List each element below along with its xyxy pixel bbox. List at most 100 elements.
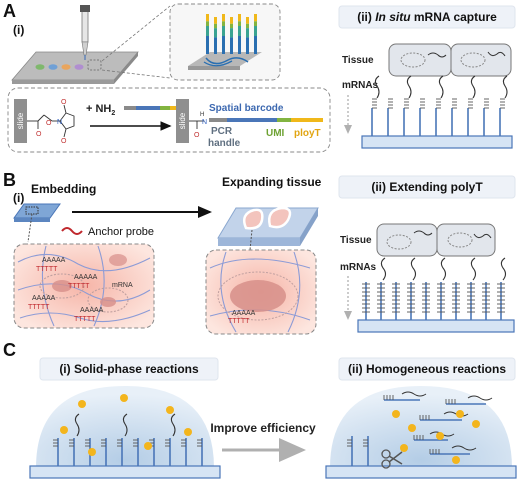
pipette-icon [80, 5, 90, 60]
ttttt-3: TTTTT [28, 304, 50, 311]
slide-label-left: slide [16, 112, 25, 129]
b-expanded-hydrogel [209, 251, 311, 333]
captured-mrna [406, 75, 412, 99]
zoom-probe-segment [246, 17, 249, 24]
amide-bond [189, 120, 204, 129]
enzyme-dot [452, 456, 460, 464]
amide-o: O [194, 132, 200, 139]
enzyme-dot [120, 394, 128, 402]
nhs-ester-structure [27, 104, 75, 138]
a-tissue-label: Tissue [342, 55, 374, 66]
b-ii-slide [357, 319, 515, 333]
slide-label-right: slide [178, 112, 187, 129]
zoom-probe-segment [214, 28, 217, 38]
a-ii-capture-probes [371, 75, 508, 136]
captured-mrna [470, 75, 476, 99]
a-ii-slide [361, 135, 513, 149]
zoom-probe-segment [254, 36, 257, 54]
captured-mrna [502, 75, 508, 99]
pcr-handle-label-1: PCR [211, 126, 233, 137]
ployt-label: ployT [294, 128, 321, 139]
amide-h: H [200, 112, 204, 118]
mrna-label: mRNA [112, 282, 133, 289]
enzyme-dot [60, 426, 68, 434]
enzyme-dot [472, 420, 480, 428]
b-ii-extended-probes [362, 257, 507, 320]
a-slide-with-spots [11, 51, 139, 84]
pcr-handle-label-2: handle [208, 138, 241, 149]
b-expanded-cell [217, 271, 299, 321]
zoom-probe-segment [206, 36, 209, 54]
captured-mrna [467, 395, 493, 401]
a-zoom-probes [188, 52, 262, 70]
zoom-probe-segment [254, 14, 257, 22]
enzyme-dot [88, 448, 96, 456]
zoom-probe-segment [246, 28, 249, 38]
b-embed-nuclei [52, 254, 127, 307]
zoom-probe-segment [230, 28, 233, 38]
zoom-probe-segment [214, 37, 217, 54]
nhs-o-atom-4: O [61, 138, 67, 145]
enzyme-dot [456, 410, 464, 418]
a-chem-slide-right: slide [176, 99, 189, 143]
expanding-tissue-label: Expanding tissue [222, 175, 322, 189]
b-tissue-cells [376, 223, 496, 257]
panel-b-sub-i: (i) [13, 191, 24, 205]
c-i-title: (i) Solid-phase reactions [59, 362, 199, 376]
captured-mrna [374, 75, 380, 99]
b-embed-hydrogel [17, 245, 151, 327]
anchor-probe-legend: Anchor probe [61, 226, 154, 238]
nhs-n-atom: N [57, 119, 62, 126]
a-mrnas-label: mRNAs [342, 80, 379, 91]
enzyme-dot [408, 424, 416, 432]
a-chem-slide-left: slide [14, 99, 27, 143]
captured-mrna [470, 257, 477, 281]
b-embed-probes: AAAAA TTTTT AAAAA TTTTT mRNA AAAAA TTTTT… [28, 257, 133, 323]
captured-mrna [74, 413, 80, 437]
captured-mrna [451, 445, 477, 451]
zoom-probe-segment [222, 36, 225, 54]
c-ii-slide [325, 465, 517, 479]
enzyme-dot [184, 428, 192, 436]
b-expanded-nucleus [230, 280, 286, 312]
nhs-o-atom-1: O [36, 131, 42, 138]
zoom-probe-segment [238, 36, 241, 54]
zoom-probe-segment [206, 14, 209, 22]
enzyme-dot [436, 432, 444, 440]
improve-efficiency-label: Improve efficiency [210, 421, 316, 435]
a-zoom-line-1 [101, 5, 171, 62]
ttttt-1: TTTTT [36, 266, 58, 273]
captured-mrna [401, 391, 427, 397]
enzyme-dot [166, 406, 174, 414]
zoom-probe-segment [206, 21, 209, 26]
c-i-title-box [39, 357, 219, 381]
zoom-probe-segment [246, 37, 249, 54]
a-ii-title-box [338, 5, 516, 29]
c-i-surface-probes [53, 394, 203, 466]
zoom-probe-segment [238, 26, 241, 36]
captured-mrna [170, 413, 176, 437]
zoom-probe-segment [230, 37, 233, 54]
a-chemistry-box [7, 87, 331, 153]
aaaaa-2: AAAAA [74, 274, 98, 281]
enzyme-dot [392, 410, 400, 418]
captured-mrna [380, 257, 387, 281]
panel-b-letter: B [3, 170, 16, 190]
zoom-probe-segment [214, 23, 217, 29]
ttttt-4: TTTTT [74, 316, 96, 323]
enzyme-dot [400, 444, 408, 452]
a-oligo-product [209, 118, 323, 122]
zoom-probe-segment [254, 21, 257, 26]
b-tissue-label: Tissue [340, 235, 372, 246]
aaaaa-3: AAAAA [32, 295, 56, 302]
captured-mrna [440, 257, 447, 281]
c-i-slide [29, 465, 221, 479]
b-small-slide [13, 203, 61, 222]
captured-mrna [500, 257, 507, 281]
spatial-barcode-label: Spatial barcode [209, 103, 284, 114]
aaaaa-1: AAAAA [42, 257, 66, 264]
zoom-probe-segment [254, 26, 257, 36]
a-tissue-cells [388, 43, 512, 77]
enzyme-dot [144, 442, 152, 450]
c-ii-solution-probes [347, 391, 493, 466]
